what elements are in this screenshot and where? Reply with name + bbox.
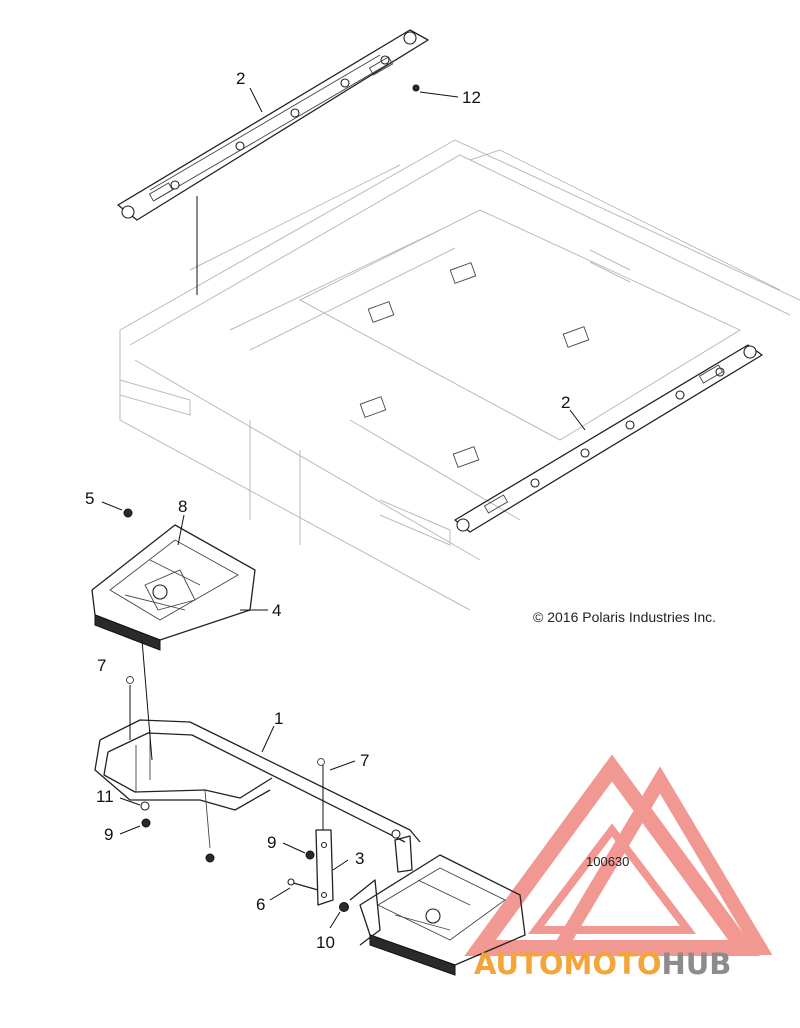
callout-12: 12 (462, 88, 481, 107)
callout-9-left: 9 (104, 825, 113, 844)
footrest-left (91, 524, 256, 651)
plate-bracket (315, 829, 334, 906)
callout-1: 1 (274, 709, 283, 728)
watermark-text: AUTOMOTOHUB (474, 947, 731, 981)
callout-7-left: 7 (97, 656, 106, 675)
callout-9-right: 9 (267, 833, 276, 852)
callout-5: 5 (85, 489, 94, 508)
callout-7-right: 7 (360, 751, 369, 770)
diagram-number: 100630 (586, 854, 629, 869)
callout-4: 4 (272, 601, 281, 620)
callout-11: 11 (96, 787, 114, 806)
callout-10: 10 (316, 933, 335, 952)
callout-2-right: 2 (561, 393, 570, 412)
svg-text:AUTOMOTOHUB: AUTOMOTOHUB (474, 947, 731, 981)
callout-3: 3 (355, 849, 364, 868)
cargo-box (119, 139, 800, 611)
watermark-logo (464, 754, 773, 956)
callout-2-top: 2 (236, 69, 245, 88)
callout-6: 6 (256, 895, 265, 914)
rail-top (117, 29, 429, 221)
fasteners (123, 84, 420, 912)
mount-bracket (94, 719, 421, 849)
footrest-right (349, 835, 526, 976)
copyright-text: © 2016 Polaris Industries Inc. (533, 609, 716, 625)
rail-right (454, 344, 763, 533)
leader-lines (101, 87, 586, 929)
watermark-text-part2: HUB (661, 947, 731, 981)
callout-8: 8 (178, 497, 187, 516)
watermark-text-part1: AUTOMOTO (474, 947, 661, 981)
